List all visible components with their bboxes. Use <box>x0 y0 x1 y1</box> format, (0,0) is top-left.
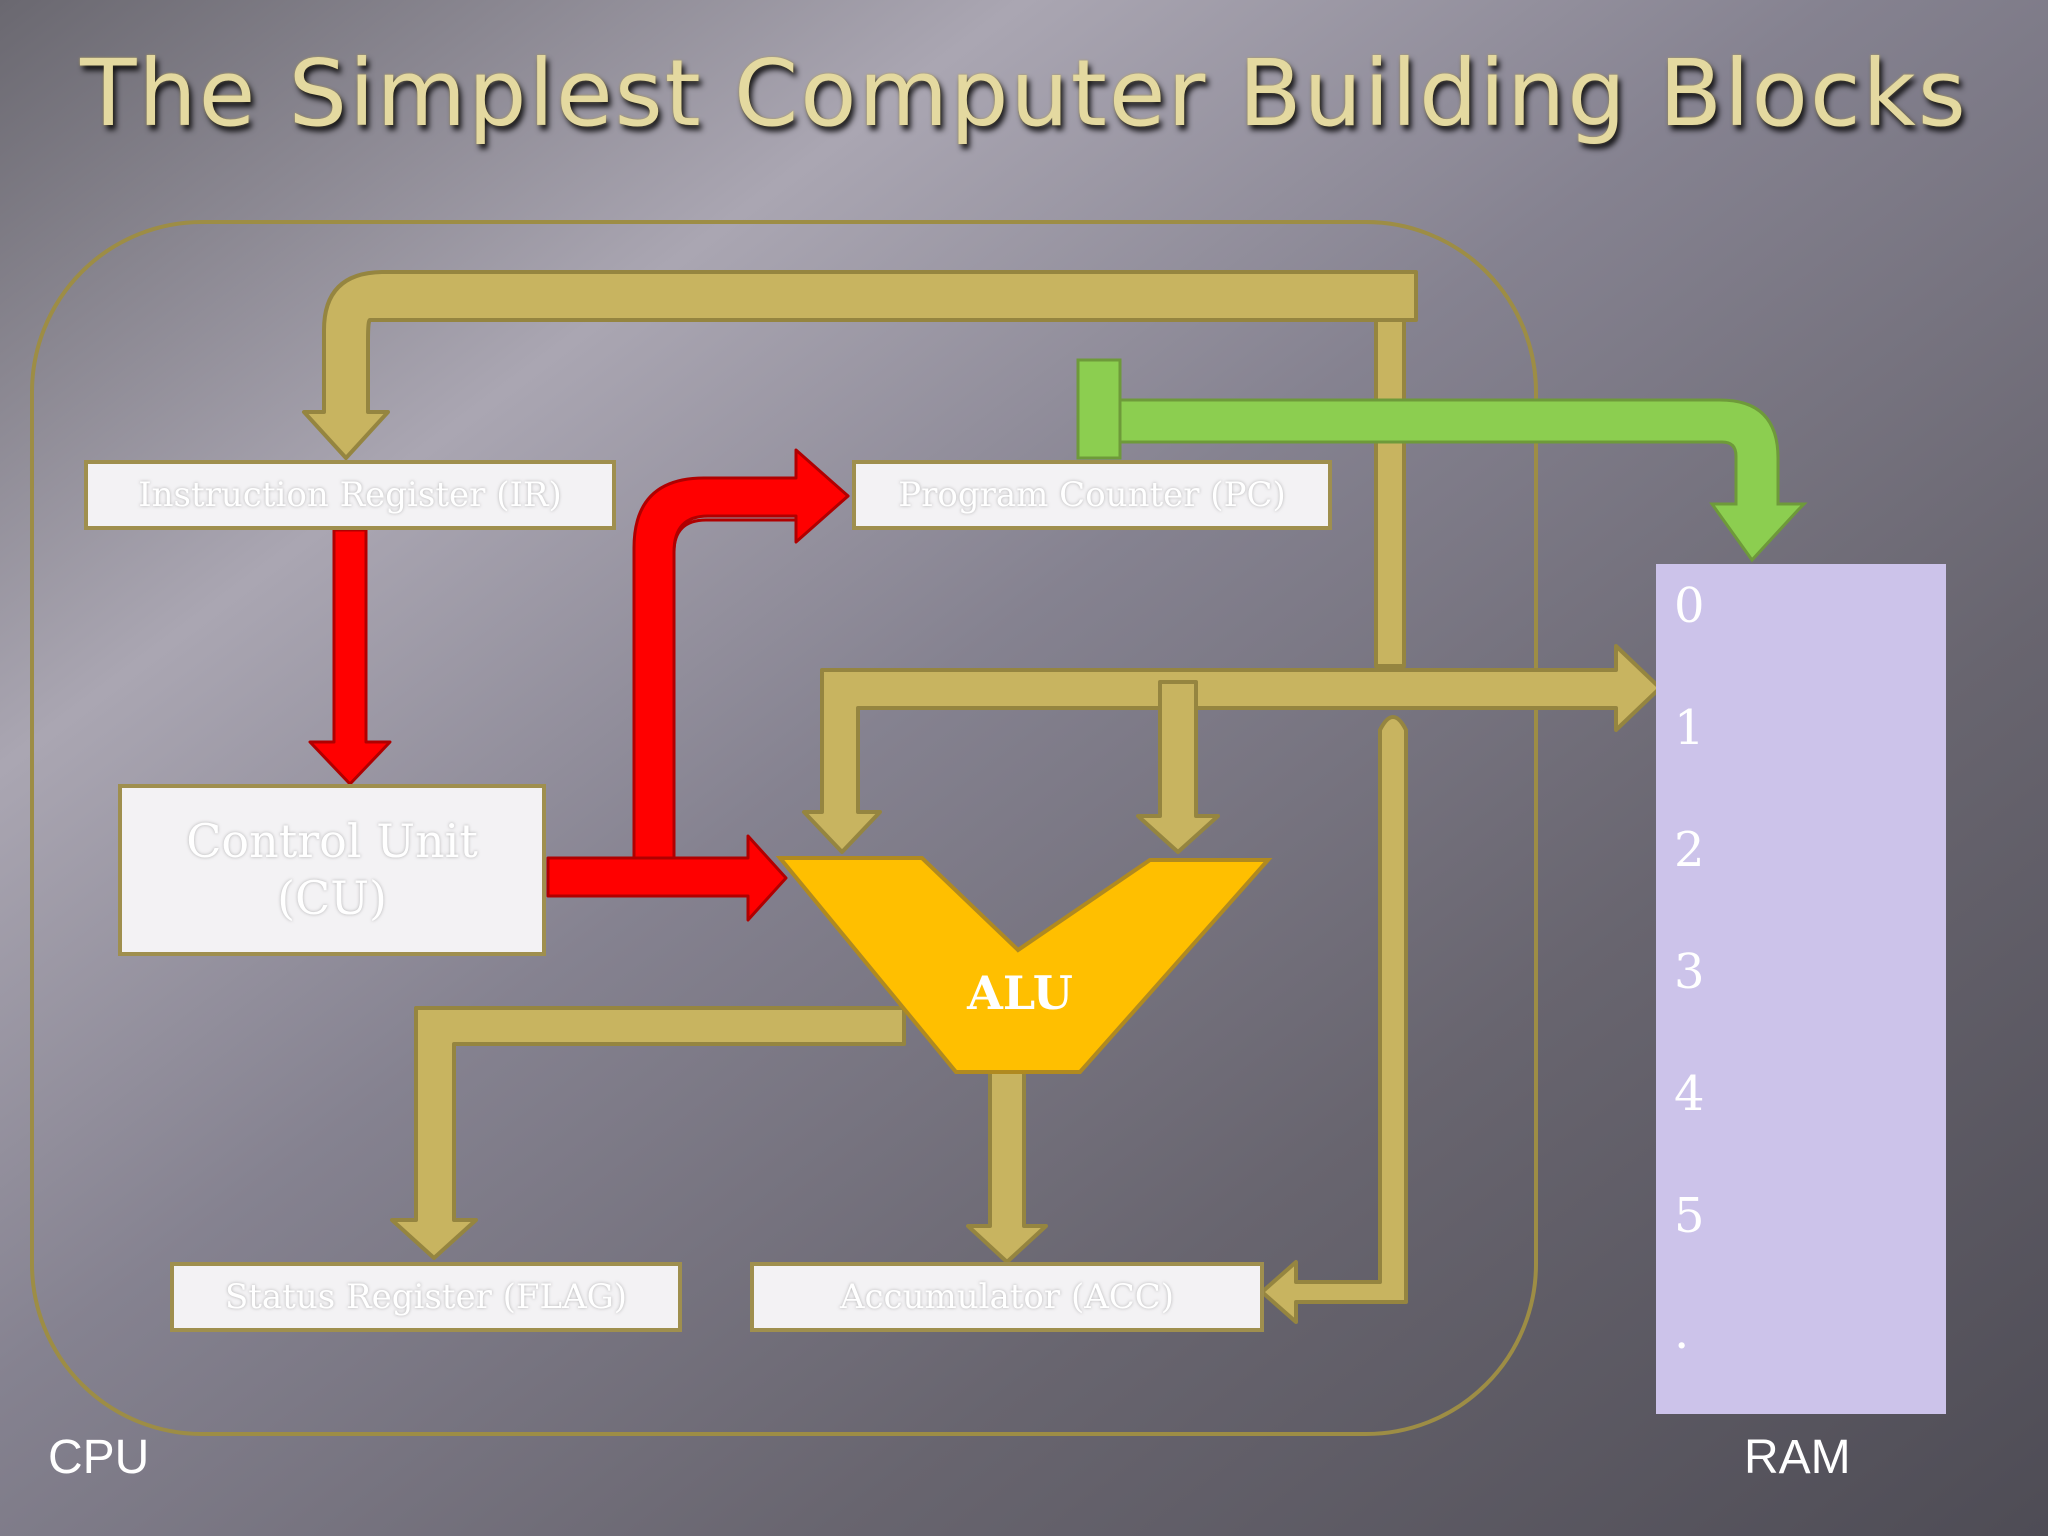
bus-to-ir-arrow <box>302 270 1418 460</box>
status-register-label: Status Register (FLAG) <box>224 1277 628 1317</box>
ram-address-0: 0 <box>1674 578 1705 634</box>
control-unit-label-line1: Control Unit <box>186 813 478 868</box>
instruction-register-box: Instruction Register (IR) <box>84 460 616 530</box>
accumulator-box: Accumulator (ACC) <box>750 1262 1264 1332</box>
slide-title: The Simplest Computer Building Blocks <box>80 40 1968 147</box>
ram-address-5: 5 <box>1674 1188 1705 1244</box>
ram-address-3: 3 <box>1674 944 1705 1000</box>
alu-shape <box>775 856 1273 1074</box>
alu-label: ALU <box>967 966 1073 1020</box>
ram-address-1: 1 <box>1674 700 1705 756</box>
ram-block: 0 1 2 3 4 5 . <box>1656 564 1946 1414</box>
bus-to-acc-arrow <box>1260 715 1408 1324</box>
instruction-register-label: Instruction Register (IR) <box>138 475 562 515</box>
program-counter-label: Program Counter (PC) <box>898 475 1286 515</box>
ram-address-more: . <box>1674 1304 1690 1360</box>
program-counter-box: Program Counter (PC) <box>852 460 1332 530</box>
pc-to-ram-arrow <box>1076 358 1808 563</box>
bus-riser <box>1374 318 1406 668</box>
cu-to-pc-arrow-body <box>632 448 850 860</box>
accumulator-label: Accumulator (ACC) <box>839 1277 1175 1317</box>
ram-address-4: 4 <box>1674 1066 1705 1122</box>
ir-to-cu-arrow <box>308 528 392 786</box>
cpu-caption: CPU <box>48 1431 150 1484</box>
alu-to-flag-arrow <box>390 1006 906 1260</box>
status-register-box: Status Register (FLAG) <box>170 1262 682 1332</box>
ram-address-2: 2 <box>1674 822 1705 878</box>
data-bus-to-ram-arrow <box>802 644 1662 854</box>
cpu-boundary <box>30 220 1538 1436</box>
control-unit-label-line2: (CU) <box>277 871 387 925</box>
cu-to-alu-arrow <box>546 834 788 922</box>
bus-to-alu-right-arrow <box>1136 680 1220 854</box>
control-unit-box: Control Unit (CU) <box>118 784 546 956</box>
ram-caption: RAM <box>1744 1431 1851 1484</box>
alu-to-acc-arrow <box>966 1070 1048 1264</box>
